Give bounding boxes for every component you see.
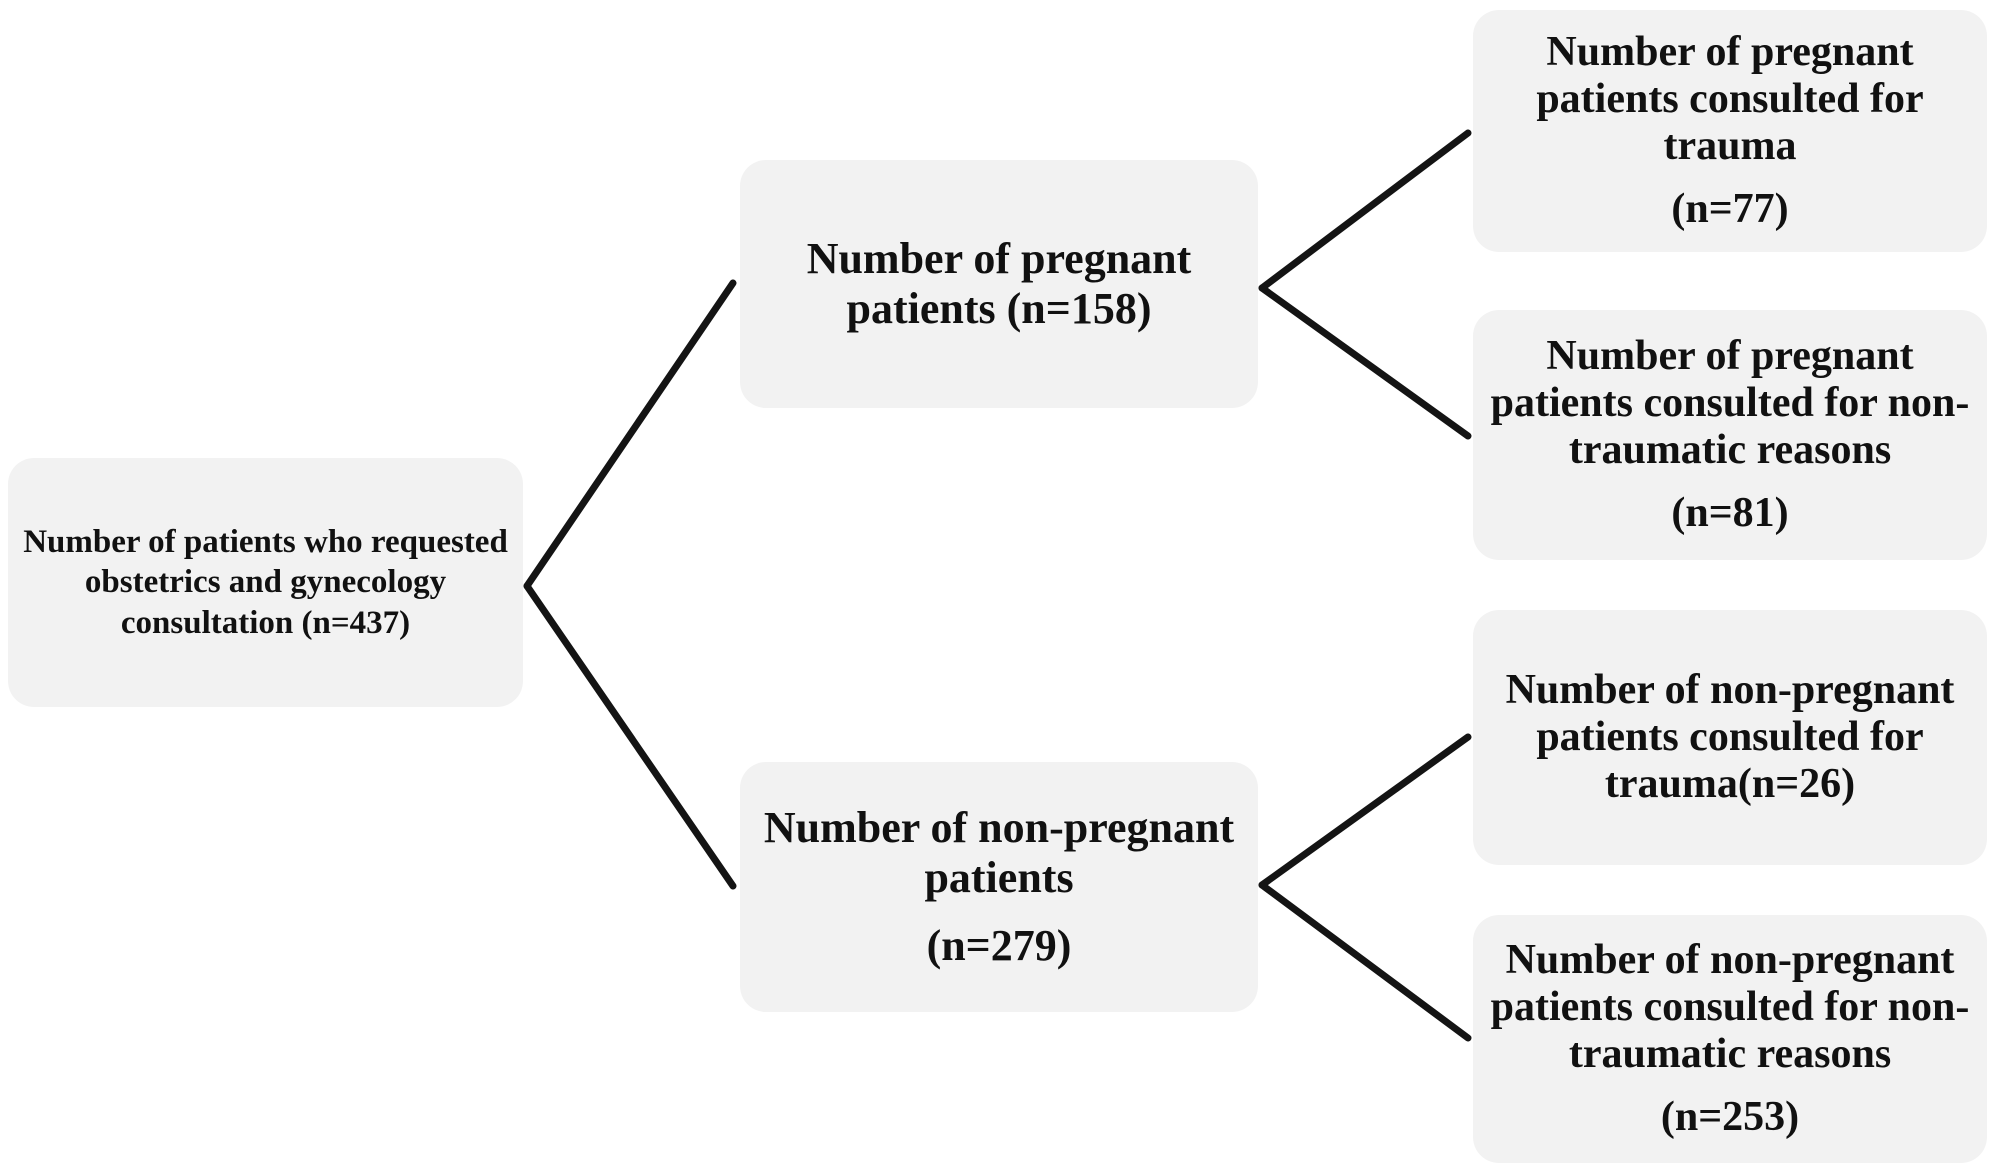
node-total-patients-label: Number of patients who requested obstetr… xyxy=(23,524,508,641)
node-non-pregnant-non-trauma-count: (n=253) xyxy=(1660,1094,1800,1141)
node-non-pregnant-trauma-label: Number of non-pregnant patients consulte… xyxy=(1505,666,1955,808)
edge-non-pregnant-to-trauma xyxy=(1258,733,1472,889)
node-non-pregnant-trauma: Number of non-pregnant patients consulte… xyxy=(1473,610,1987,865)
node-non-pregnant-patients: Number of non-pregnant patients (n=279) xyxy=(740,762,1258,1012)
node-pregnant-trauma-label: Number of pregnant patients consulted fo… xyxy=(1536,28,1924,169)
node-total-patients: Number of patients who requested obstetr… xyxy=(8,458,523,707)
edge-pregnant-to-non-trauma xyxy=(1258,284,1472,440)
node-pregnant-trauma-count: (n=77) xyxy=(1671,186,1789,233)
node-pregnant-non-trauma-label: Number of pregnant patients consulted fo… xyxy=(1490,332,1970,473)
edge-non-pregnant-to-non-trauma xyxy=(1258,881,1472,1042)
node-pregnant-patients-label: Number of pregnant patients (n=158) xyxy=(806,233,1192,333)
node-pregnant-patients: Number of pregnant patients (n=158) xyxy=(740,160,1258,408)
node-non-pregnant-patients-label: Number of non-pregnant patients xyxy=(763,802,1235,902)
node-non-pregnant-non-trauma-label: Number of non-pregnant patients consulte… xyxy=(1490,936,1970,1077)
edge-pregnant-to-trauma xyxy=(1258,129,1472,292)
edge-total-to-non-pregnant xyxy=(523,582,737,890)
node-non-pregnant-patients-count: (n=279) xyxy=(926,921,1072,971)
node-pregnant-trauma: Number of pregnant patients consulted fo… xyxy=(1473,10,1987,252)
node-pregnant-non-trauma: Number of pregnant patients consulted fo… xyxy=(1473,310,1987,560)
node-pregnant-non-trauma-count: (n=81) xyxy=(1671,490,1789,537)
edge-total-to-pregnant xyxy=(523,279,737,590)
node-non-pregnant-non-trauma: Number of non-pregnant patients consulte… xyxy=(1473,915,1987,1163)
